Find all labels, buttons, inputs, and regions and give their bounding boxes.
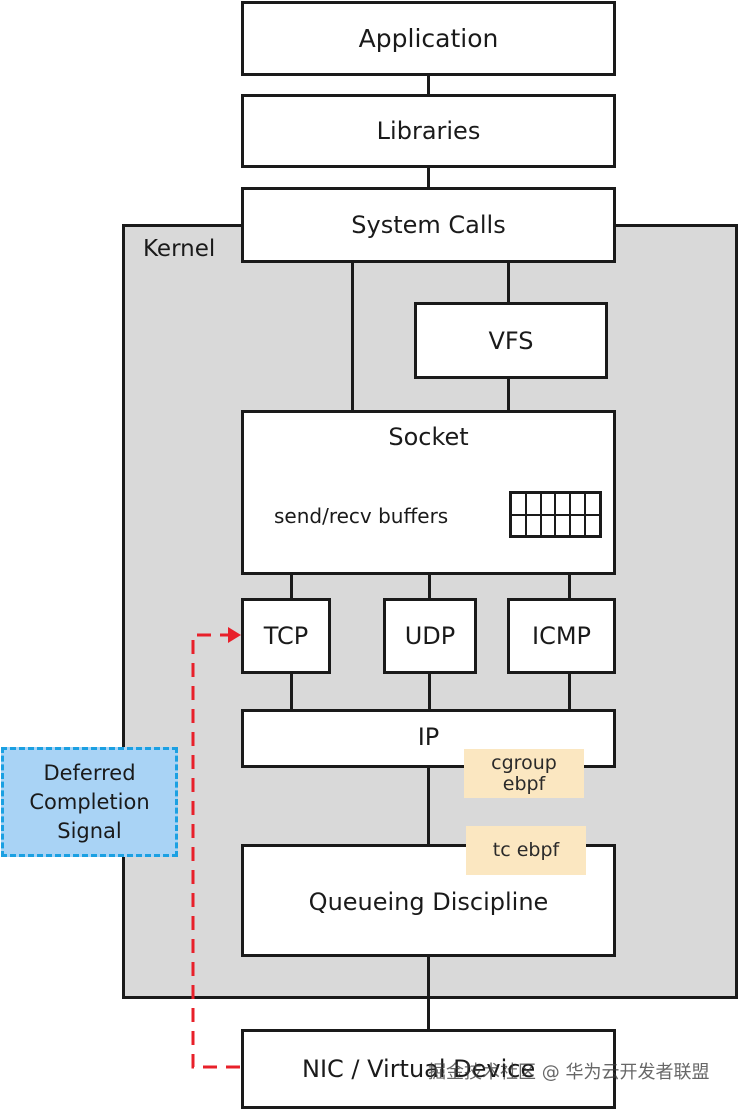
system-calls-box: System Calls: [241, 187, 616, 263]
callout-line1: Deferred: [43, 760, 136, 785]
connector-tcp-ip: [290, 672, 293, 712]
application-label: Application: [358, 24, 499, 53]
connector-syscalls-vfs: [507, 261, 510, 303]
deferred-signal-path: [191, 633, 240, 1069]
buffer-grid-icon: [509, 491, 602, 538]
connector-ip-qdisc: [427, 766, 430, 846]
socket-buffers-label: send/recv buffers: [274, 504, 449, 528]
connector-icmp-ip: [568, 672, 571, 712]
connector-syscalls-socket: [351, 261, 354, 411]
arrowhead-icon: [228, 627, 241, 643]
connector-udp-ip: [428, 672, 431, 712]
cgroup-ebpf-tag: cgroup ebpf: [464, 749, 584, 798]
tcp-label: TCP: [263, 622, 309, 650]
qdisc-label: Queueing Discipline: [308, 887, 549, 916]
connector-qdisc-nic: [427, 955, 430, 1031]
kernel-label: Kernel: [143, 236, 216, 262]
callout-line2: Completion: [29, 789, 150, 814]
application-box: Application: [241, 1, 616, 76]
udp-label: UDP: [404, 622, 456, 650]
tc-ebpf-label: tc ebpf: [492, 839, 560, 861]
connector-app-libraries: [427, 74, 430, 96]
deferred-completion-signal-callout: Deferred Completion Signal: [1, 747, 178, 857]
qdisc-box: Queueing Discipline: [241, 844, 616, 957]
connector-libraries-syscalls: [427, 166, 430, 188]
libraries-label: Libraries: [376, 117, 481, 145]
system-calls-label: System Calls: [351, 211, 506, 239]
watermark: 掘金技术社区 @ 华为云开发者联盟: [428, 1062, 710, 1083]
nic-box: NIC / Virtual Device: [241, 1029, 616, 1109]
vfs-label: VFS: [488, 326, 534, 355]
vfs-box: VFS: [414, 302, 608, 379]
tc-ebpf-tag: tc ebpf: [466, 826, 586, 875]
callout-line3: Signal: [57, 818, 122, 843]
connector-socket-icmp: [568, 573, 571, 599]
icmp-box: ICMP: [507, 598, 616, 674]
connector-vfs-socket: [507, 377, 510, 411]
libraries-box: Libraries: [241, 94, 616, 168]
ip-label: IP: [417, 722, 440, 751]
icmp-label: ICMP: [531, 622, 591, 650]
cgroup-ebpf-line1: cgroup: [491, 751, 557, 774]
socket-box: Socket send/recv buffers: [241, 410, 616, 575]
tcp-box: TCP: [241, 598, 331, 674]
cgroup-ebpf-line2: ebpf: [502, 772, 546, 795]
connector-socket-udp: [428, 573, 431, 599]
socket-label: Socket: [388, 423, 469, 451]
udp-box: UDP: [383, 598, 477, 674]
nic-label: NIC / Virtual Device: [302, 1055, 536, 1083]
connector-socket-tcp: [290, 573, 293, 599]
